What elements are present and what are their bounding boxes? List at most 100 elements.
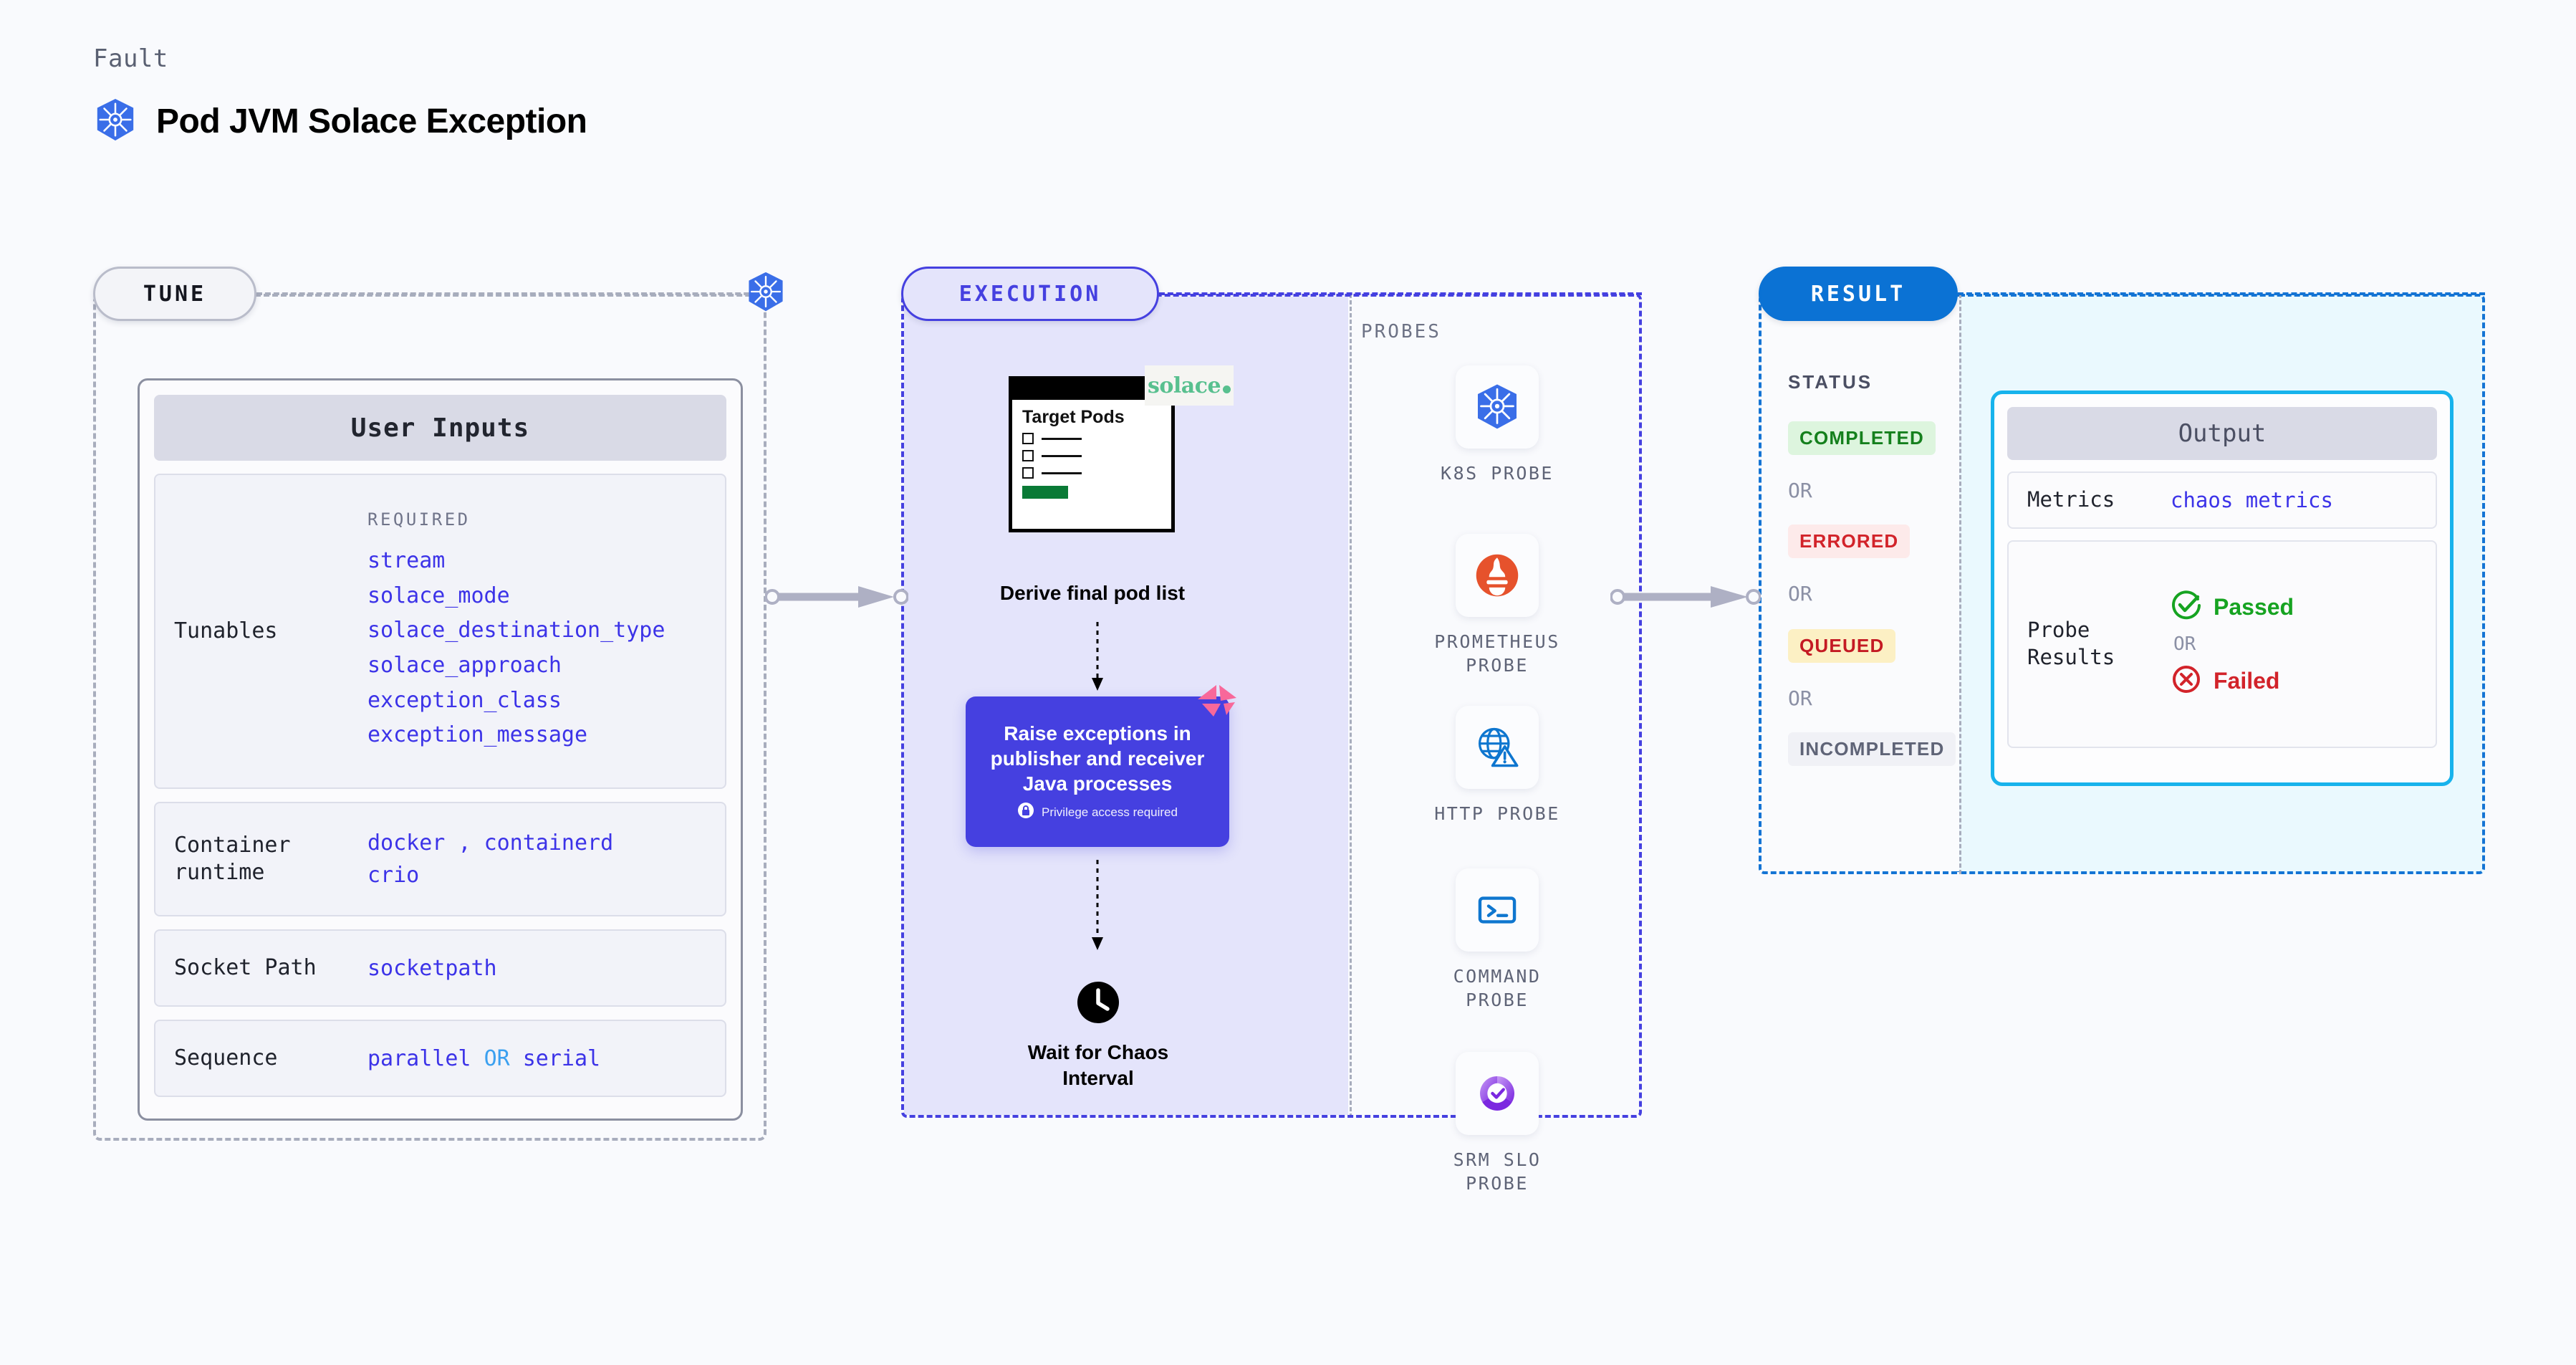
sequence-parallel[interactable]: parallel	[367, 1045, 471, 1071]
row-label-tunables: Tunables	[174, 618, 278, 643]
row-label-sequence: Sequence	[174, 1045, 278, 1071]
result-badge[interactable]: RESULT	[1759, 267, 1958, 321]
lock-icon	[1017, 802, 1034, 823]
tune-badge[interactable]: TUNE	[93, 267, 256, 321]
tunable-solace-approach[interactable]: solace_approach	[367, 653, 562, 678]
probe-label: PROMETHEUS PROBE	[1434, 631, 1560, 676]
failed-label: Failed	[2214, 668, 2280, 694]
metrics-value[interactable]: chaos metrics	[2171, 488, 2333, 512]
sequence-serial[interactable]: serial	[522, 1045, 601, 1071]
list-item	[1022, 467, 1161, 479]
fault-label: Fault	[93, 44, 168, 73]
title-row: Pod JVM Solace Exception	[93, 97, 587, 145]
checkbox-icon	[1022, 467, 1034, 479]
table-row: Socket Path socketpath	[154, 929, 726, 1007]
row-label-socket-path: Socket Path	[174, 954, 317, 980]
or-separator: OR	[2173, 633, 2196, 655]
required-heading: REQUIRED	[367, 509, 471, 530]
list-item	[1022, 433, 1161, 444]
output-card: Output Metrics chaos metrics Probe Resul…	[1991, 391, 2454, 786]
probe-label: SRM SLO PROBE	[1453, 1149, 1542, 1194]
container-runtime-values: docker , containerd crio	[367, 827, 613, 891]
probe-result-failed: Failed	[2171, 664, 2294, 699]
kubernetes-icon	[1456, 365, 1539, 449]
connector-execution-to-result	[1610, 586, 1761, 608]
action-card: Raise exceptions in publisher and receiv…	[966, 685, 1236, 847]
srm-slo-icon	[1456, 1052, 1539, 1135]
clock-icon	[1076, 982, 1120, 1028]
kubernetes-icon	[745, 271, 787, 316]
selected-indicator	[1022, 486, 1068, 499]
probe-label: COMMAND PROBE	[1453, 966, 1542, 1010]
table-row: Tunables REQUIRED stream solace_mode sol…	[154, 474, 726, 789]
action-text: Raise exceptions in publisher and receiv…	[990, 722, 1205, 795]
tunable-stream[interactable]: stream	[367, 548, 446, 574]
or-separator: OR	[1788, 686, 1812, 710]
status-badge-incompleted: INCOMPLETED	[1788, 732, 1956, 766]
flow-arrow-down	[1092, 860, 1103, 950]
http-globe-warning-icon	[1456, 706, 1539, 789]
connector-tune-to-execution	[765, 586, 908, 608]
checkbox-icon	[1022, 450, 1034, 461]
placeholder-rule	[1042, 454, 1082, 457]
sequence-values: parallel OR serial	[367, 1046, 600, 1071]
probe-results-label: Probe Results	[2027, 618, 2115, 669]
kubernetes-icon	[93, 97, 138, 145]
tunable-solace-destination-type[interactable]: solace_destination_type	[367, 618, 665, 643]
probe-item-srm-slo[interactable]: SRM SLO PROBE	[1426, 1052, 1569, 1195]
result-status-panel	[1759, 294, 1959, 874]
page-header: Fault Pod JVM Solace Exception	[93, 44, 587, 145]
wait-label: Wait for Chaos Interval	[1027, 1041, 1169, 1089]
user-inputs-card: User Inputs Tunables REQUIRED stream sol…	[138, 378, 743, 1121]
solace-wordmark: solace	[1147, 373, 1221, 398]
or-separator: OR	[1788, 479, 1812, 502]
check-circle-icon	[2171, 590, 2202, 625]
solace-logo: solace	[1145, 365, 1234, 406]
tune-panel	[93, 294, 766, 1141]
tunable-exception-message[interactable]: exception_message	[367, 722, 588, 748]
output-title: Output	[2007, 407, 2437, 460]
or-separator: OR	[1788, 582, 1812, 605]
table-row: Container runtime docker , containerd cr…	[154, 802, 726, 916]
table-row: Probe Results Passed OR	[2007, 540, 2437, 748]
privilege-text: Privilege access required	[1042, 805, 1178, 819]
probe-item-command[interactable]: COMMAND PROBE	[1426, 868, 1569, 1012]
tunable-exception-class[interactable]: exception_class	[367, 687, 562, 713]
probe-item-http[interactable]: HTTP PROBE	[1426, 706, 1569, 825]
table-row: Sequence parallel OR serial	[154, 1020, 726, 1097]
user-inputs-title: User Inputs	[154, 395, 726, 461]
runtime-crio[interactable]: crio	[367, 863, 420, 888]
pods-card-body: Target Pods	[1012, 400, 1171, 506]
runtime-docker[interactable]: docker	[367, 830, 446, 856]
status-badge-completed: COMPLETED	[1788, 421, 1936, 455]
prometheus-icon	[1456, 534, 1539, 617]
runtime-containerd[interactable]: containerd	[484, 830, 614, 856]
tunable-solace-mode[interactable]: solace_mode	[367, 583, 510, 608]
checkbox-icon	[1022, 433, 1034, 444]
privilege-note: Privilege access required	[1017, 802, 1178, 823]
status-badge-queued: QUEUED	[1788, 629, 1896, 663]
placeholder-rule	[1042, 437, 1082, 440]
passed-label: Passed	[2214, 594, 2294, 620]
flow-arrow-down	[1092, 622, 1103, 691]
terminal-icon	[1456, 868, 1539, 952]
sequence-or: OR	[484, 1045, 510, 1071]
execution-badge[interactable]: EXECUTION	[901, 267, 1159, 321]
pods-card-title: Target Pods	[1022, 407, 1125, 427]
probe-label: K8S PROBE	[1441, 463, 1554, 484]
solace-dot-icon	[1223, 385, 1231, 393]
wait-step: Wait for Chaos Interval	[1023, 980, 1173, 1091]
probe-item-k8s[interactable]: K8S PROBE	[1426, 365, 1569, 485]
probe-label: HTTP PROBE	[1434, 803, 1560, 824]
metrics-label: Metrics	[2027, 487, 2115, 512]
status-heading: STATUS	[1788, 371, 1873, 393]
probe-item-prometheus[interactable]: PROMETHEUS PROBE	[1426, 534, 1569, 677]
probes-heading: PROBES	[1361, 321, 1441, 343]
result-top-dashed-line	[1958, 292, 2485, 295]
derive-pod-list-label: Derive final pod list	[999, 582, 1186, 604]
result-inner-divider	[1959, 294, 1961, 874]
table-row: Metrics chaos metrics	[2007, 471, 2437, 529]
page-title: Pod JVM Solace Exception	[156, 102, 587, 140]
socket-path-value[interactable]: socketpath	[367, 955, 497, 981]
cross-circle-icon	[2171, 664, 2202, 699]
